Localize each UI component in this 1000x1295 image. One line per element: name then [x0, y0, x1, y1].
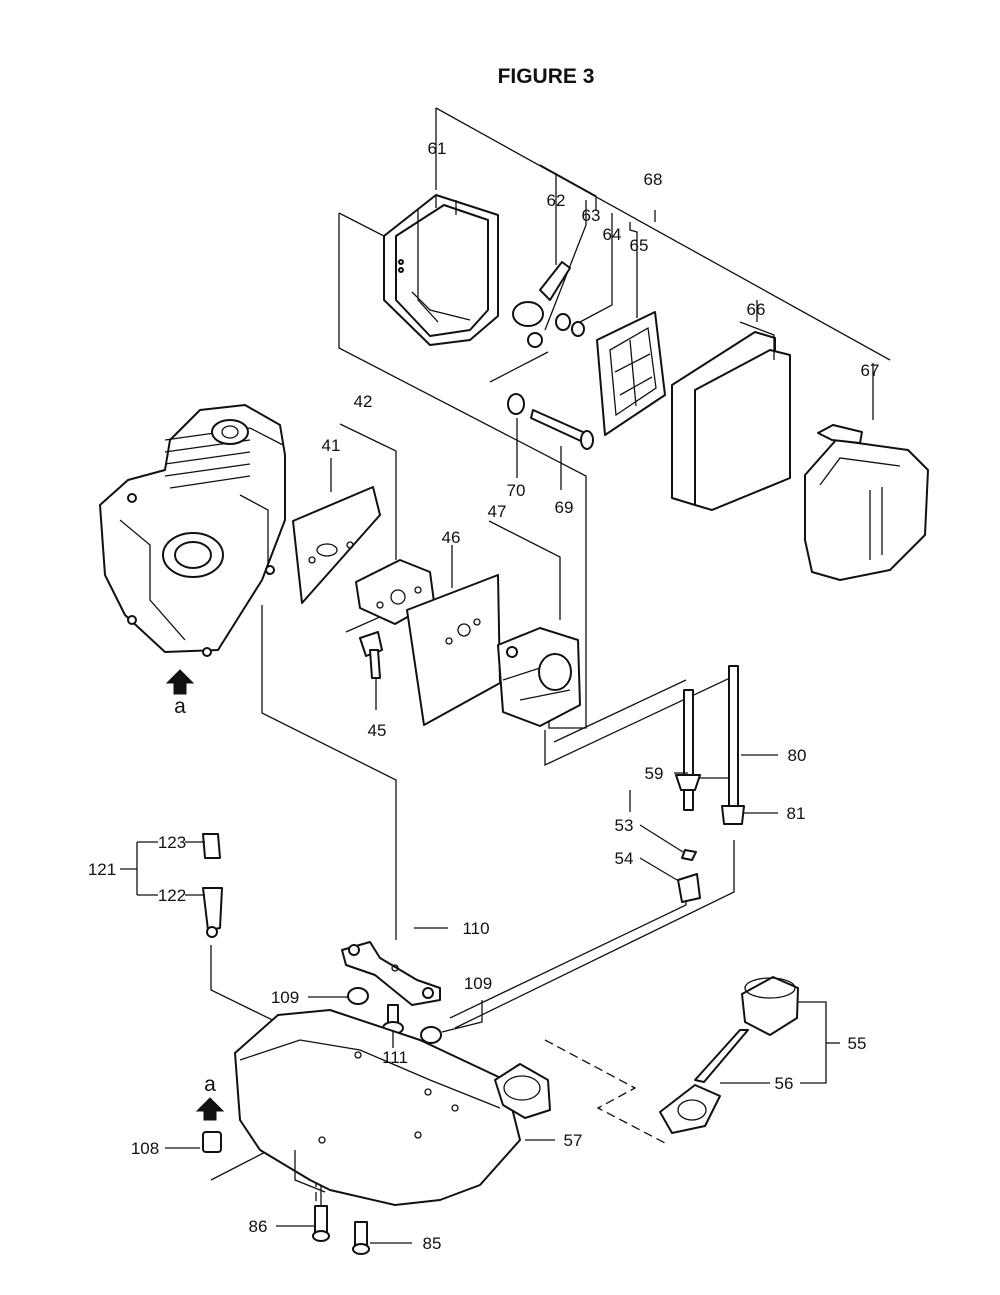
label-46: 46 [442, 528, 461, 547]
filter-plate [596, 311, 666, 436]
fuel-filter [677, 849, 701, 903]
air-cleaner-leaders [338, 107, 891, 729]
view-marker-top: a [174, 695, 186, 718]
label-41: 41 [322, 436, 341, 455]
label-45: 45 [368, 721, 387, 740]
air-cleaner-cover [804, 424, 929, 581]
label-63: 63 [582, 206, 601, 225]
label-86: 86 [249, 1217, 268, 1236]
label-56: 56 [775, 1074, 794, 1093]
label-leaders [120, 754, 840, 1244]
label-68: 68 [644, 170, 663, 189]
label-109-right: 109 [464, 974, 492, 993]
bolt-and-washer [507, 393, 594, 450]
label-70: 70 [507, 481, 526, 500]
label-110: 110 [462, 919, 489, 938]
part-labels: 61 62 63 64 65 68 66 67 70 69 42 41 47 4… [88, 139, 880, 1253]
intake-gasket [292, 486, 381, 604]
label-121: 121 [88, 860, 116, 879]
label-123: 123 [158, 833, 186, 852]
label-66: 66 [747, 300, 766, 319]
tank-bracket [341, 941, 441, 1006]
label-85: 85 [423, 1234, 442, 1253]
figure-title: FIGURE 3 [498, 65, 595, 88]
label-65: 65 [630, 236, 649, 255]
primer-parts [202, 833, 223, 938]
label-122: 122 [158, 886, 186, 905]
label-47: 47 [488, 502, 507, 521]
label-61: 61 [428, 139, 447, 158]
tank-cap [741, 976, 799, 1036]
label-69: 69 [555, 498, 574, 517]
label-57: 57 [564, 1131, 583, 1150]
fuel-tank [234, 1009, 551, 1206]
cap-strap [659, 1029, 749, 1134]
insulator-bolt [359, 631, 383, 679]
label-111: 111 [382, 1048, 408, 1067]
filter-elements [671, 321, 791, 511]
label-64: 64 [603, 225, 622, 244]
label-54: 54 [615, 849, 634, 868]
choke-parts [512, 261, 585, 348]
engine-crankcase [99, 404, 286, 695]
label-67: 67 [861, 361, 880, 380]
label-109-left: 109 [271, 988, 299, 1007]
label-55: 55 [848, 1034, 867, 1053]
label-42: 42 [354, 392, 373, 411]
label-108: 108 [131, 1139, 159, 1158]
view-marker-bottom: a [204, 1073, 216, 1096]
air-cleaner-case [383, 194, 499, 346]
fuel-lines [675, 665, 745, 825]
carburetor [497, 627, 581, 727]
tank-bolts [312, 1205, 370, 1255]
tank-spacer [195, 1097, 225, 1153]
label-81: 81 [787, 804, 806, 823]
label-80: 80 [788, 746, 807, 765]
label-59: 59 [645, 764, 664, 783]
label-62: 62 [547, 191, 566, 210]
label-53: 53 [615, 816, 634, 835]
